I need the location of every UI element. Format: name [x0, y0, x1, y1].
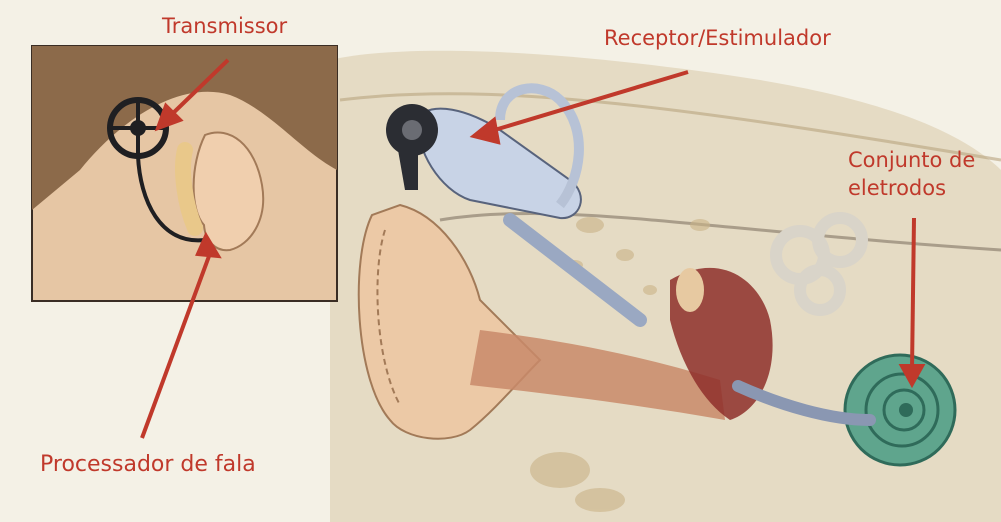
ossicle	[676, 268, 704, 312]
electrode-array-label-line2: eletrodos	[848, 176, 946, 201]
electrode-arrow	[912, 218, 914, 370]
transmitter-label: Transmissor	[162, 14, 287, 39]
inset-panel	[32, 46, 337, 301]
receiver-stimulator-label: Receptor/Estimulador	[604, 26, 831, 51]
speech-processor-label: Processador de fala	[40, 452, 256, 478]
electrode-array-label-line1: Conjunto de	[848, 148, 975, 173]
